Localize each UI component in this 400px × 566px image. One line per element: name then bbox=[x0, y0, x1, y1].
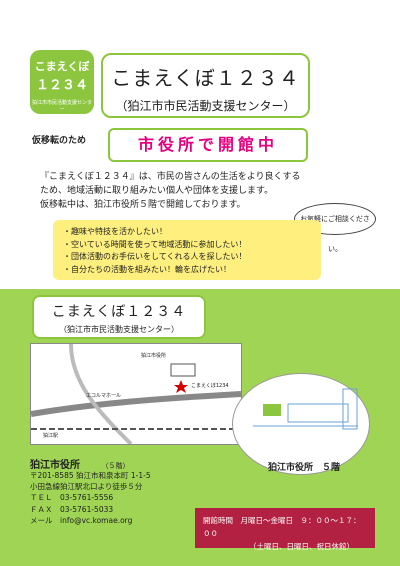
hours-line: 開館時間 月曜日～金曜日 ９：００～１７：００ bbox=[203, 516, 361, 538]
address-line: 〒201-8585 狛江市和泉本町 1-1-5 bbox=[30, 471, 151, 480]
logo-line1: こまえくぼ bbox=[34, 60, 90, 73]
logo: こまえくぼ １２３４ 狛江市市民活動支援センター bbox=[30, 50, 94, 114]
bullet-box: ・趣味や特技を活かしたい！ ・空いている時間を使って地域活動に参加したい！ ・団… bbox=[53, 220, 321, 280]
floor-plan bbox=[232, 373, 370, 475]
map-label: エコルマホール bbox=[86, 393, 122, 399]
description-line: 『こまえくぼ１２３４』は、市民の皆さんの生活をより良くする bbox=[40, 172, 301, 182]
closed-line: （土曜日、日曜日、祝日休館） bbox=[249, 542, 354, 551]
relocation-note: 仮移転のため bbox=[32, 136, 87, 146]
logo-line2: １２３４ bbox=[35, 78, 88, 93]
open-notice: 市役所で開館中 bbox=[108, 128, 308, 162]
access-line: 小田急線狛江駅北口より徒歩５分 bbox=[30, 482, 143, 492]
tel-line: ＴＥＬ 03-5761-5556 bbox=[30, 493, 114, 503]
page-subtitle: （狛江市市民活動支援センター） bbox=[115, 99, 296, 113]
center-name-box: こまえくぼ１２３４ （狛江市市民活動支援センター） bbox=[32, 295, 206, 339]
city-hall-name: 狛江市役所 （５階） bbox=[30, 456, 129, 471]
map-label: 狛江市役所 bbox=[141, 353, 167, 359]
contact-info: 〒201-8585 狛江市和泉本町 1-1-5 小田急線狛江駅北口より徒歩５分 … bbox=[30, 470, 151, 526]
map-label: こまえくぼ1234 bbox=[191, 383, 229, 389]
logo-line3: 狛江市市民活動支援センター bbox=[31, 100, 92, 113]
bullet-item: ・空いている時間を使って地域活動に参加したい！ bbox=[63, 239, 247, 249]
city-hall-floor: （５階） bbox=[101, 462, 130, 470]
bullet-item: ・趣味や特技を活かしたい！ bbox=[63, 227, 167, 236]
map-graphic bbox=[30, 343, 242, 446]
page-title: こまえくぼ１２３４ bbox=[111, 66, 300, 90]
bullet-item: ・自分たちの活動を組みたい！輪を広げたい！ bbox=[63, 264, 231, 274]
center-name: こまえくぼ１２３４ bbox=[51, 304, 187, 320]
description-line: ため、地域活動に取り組みたい個人や団体を支援します。 bbox=[40, 186, 274, 196]
opening-hours: 開館時間 月曜日～金曜日 ９：００～１７：００ （土曜日、日曜日、祝日休館） bbox=[195, 508, 375, 551]
floor-plan-graphic bbox=[253, 388, 358, 430]
area-map: 狛江市役所 こまえくぼ1234 狛江駅 エコルマホール bbox=[30, 343, 242, 446]
center-subname: （狛江市市民活動支援センター） bbox=[59, 325, 179, 334]
city-hall-title: 狛江市役所 bbox=[30, 460, 80, 471]
description-line: 仮移転中は、狛江市役所５階で開館しております。 bbox=[40, 200, 246, 210]
map-label: 狛江駅 bbox=[43, 433, 59, 439]
title-box: こまえくぼ１２３４ （狛江市市民活動支援センター） bbox=[101, 53, 310, 118]
fax-line: ＦＡＸ 03-5761-5033 bbox=[30, 504, 114, 514]
email-line: メール info@vc.komae.org bbox=[30, 515, 133, 525]
bullet-item: ・団体活動のお手伝いをしてくれる人を探したい！ bbox=[63, 252, 247, 261]
floor-label: 狛江市役所 ５階 bbox=[268, 463, 341, 473]
description: 『こまえくぼ１２３４』は、市民の皆さんの生活をより良くする ため、地域活動に取り… bbox=[40, 170, 380, 212]
